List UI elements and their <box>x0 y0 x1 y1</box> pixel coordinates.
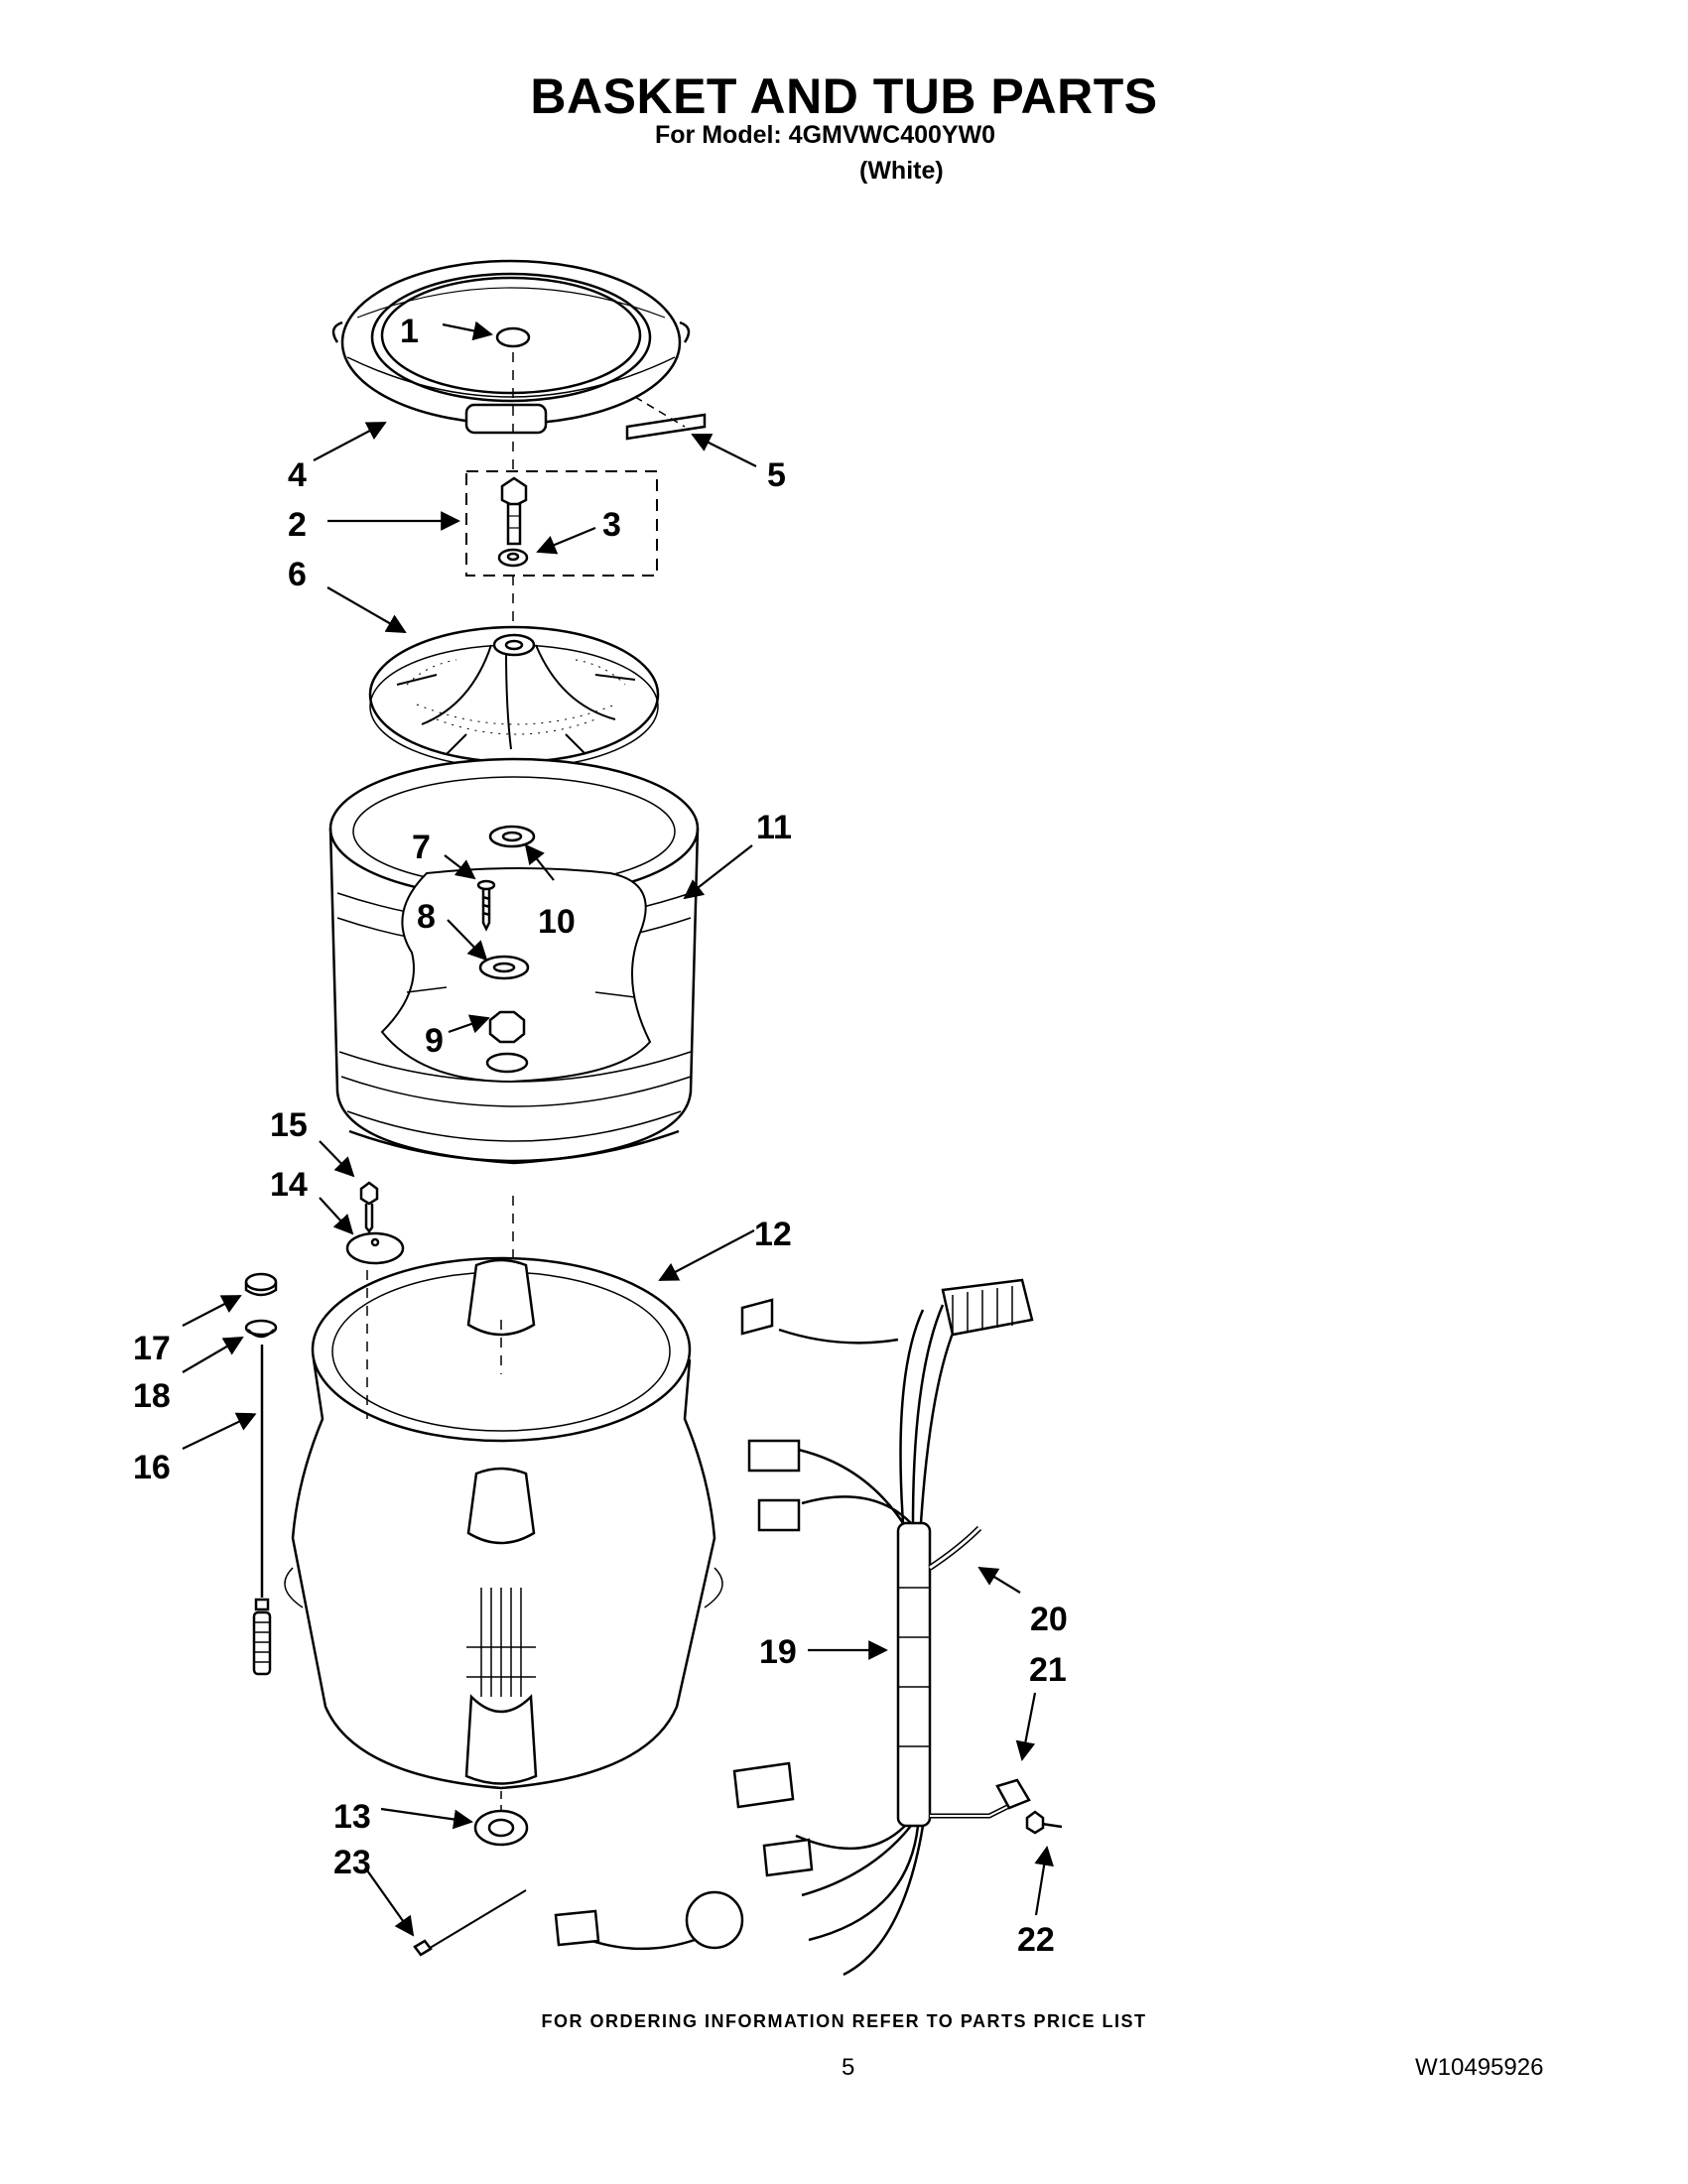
callout-3: 3 <box>602 506 621 544</box>
tie-strap-part <box>413 1889 527 1957</box>
callout-9: 9 <box>425 1022 444 1060</box>
page-number: 5 <box>842 2054 855 2081</box>
impeller-part <box>368 625 660 769</box>
callout-2: 2 <box>288 506 307 544</box>
callout-14: 14 <box>270 1166 308 1204</box>
callout-19: 19 <box>759 1633 797 1671</box>
washer-part <box>497 548 529 568</box>
callout-10: 10 <box>538 903 576 941</box>
callout-11: 11 <box>756 809 792 846</box>
callout-18: 18 <box>133 1377 171 1415</box>
strip-part <box>625 413 707 441</box>
harness-screw-part <box>1025 1810 1063 1835</box>
hub-part <box>478 955 530 980</box>
callout-23: 23 <box>333 1844 371 1881</box>
clip-part <box>995 1778 1031 1810</box>
parts-bracket <box>465 470 658 577</box>
callout-6: 6 <box>288 556 307 593</box>
plate-part <box>345 1231 405 1265</box>
callout-8: 8 <box>417 898 436 936</box>
screw-part <box>476 879 496 932</box>
callout-15: 15 <box>270 1106 308 1144</box>
damper-cap-part <box>244 1272 278 1297</box>
model-number: For Model: 4GMVWC400YW0 <box>655 121 996 149</box>
callout-20: 20 <box>1030 1601 1068 1638</box>
callout-13: 13 <box>333 1798 371 1836</box>
callout-1: 1 <box>400 313 419 350</box>
callout-4: 4 <box>288 456 307 494</box>
callout-17: 17 <box>133 1330 171 1367</box>
suspension-rod-part <box>252 1345 272 1676</box>
callout-22: 22 <box>1017 1921 1055 1959</box>
callout-5: 5 <box>767 456 786 494</box>
ordering-note: FOR ORDERING INFORMATION REFER TO PARTS … <box>541 2011 1147 2031</box>
plate-screw-part <box>359 1181 379 1234</box>
bolt-part <box>500 476 528 546</box>
callout-21: 21 <box>1029 1651 1067 1689</box>
callout-12: 12 <box>754 1216 792 1253</box>
hose-part <box>928 1525 982 1571</box>
tub-seal-part <box>473 1809 529 1847</box>
damper-cup-part <box>244 1319 278 1339</box>
outer-tub-part <box>284 1256 723 1790</box>
hub-top-part <box>488 825 536 848</box>
page-title: BASKET AND TUB PARTS <box>530 68 1158 124</box>
callout-16: 16 <box>133 1449 171 1486</box>
callout-7: 7 <box>412 829 431 866</box>
document-number: W10495926 <box>1415 2054 1544 2081</box>
model-color: (White) <box>859 157 944 185</box>
nut-part <box>485 1010 529 1074</box>
wire-harness-part <box>554 1278 1034 1977</box>
cap-part <box>495 326 531 348</box>
